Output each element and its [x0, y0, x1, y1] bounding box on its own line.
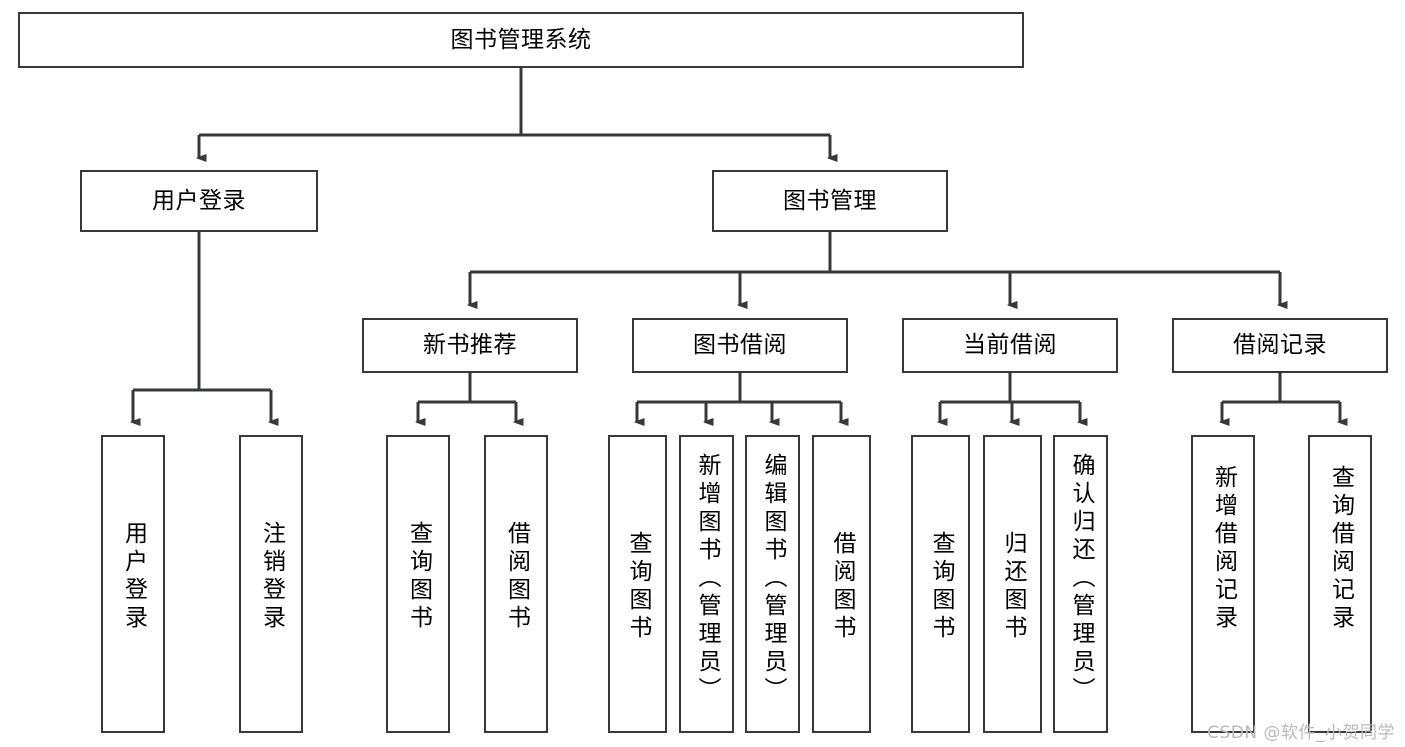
node-leaf-query-book-2-label: 查询图书	[625, 531, 651, 643]
node-leaf-confirm-return[interactable]: 确认归还（管理员）	[1053, 435, 1108, 733]
node-leaf-return-book-label: 归还图书	[1000, 531, 1026, 643]
watermark-text: CSDN @软件_小贺同学	[1207, 723, 1395, 743]
node-leaf-query-book-1[interactable]: 查询图书	[386, 435, 450, 733]
node-leaf-borrow-book-2-label: 借阅图书	[829, 531, 855, 643]
node-new-book-recommend[interactable]: 新书推荐	[362, 318, 578, 373]
node-leaf-add-record[interactable]: 新增借阅记录	[1191, 435, 1255, 733]
node-leaf-query-book-1-label: 查询图书	[405, 521, 432, 633]
node-book-borrow-label: 图书借阅	[693, 332, 787, 359]
node-book-manage[interactable]: 图书管理	[712, 170, 948, 232]
node-leaf-query-book-3-label: 查询图书	[928, 531, 954, 643]
node-book-manage-label: 图书管理	[783, 187, 877, 214]
node-leaf-add-book-label: 新增图书（管理员）	[694, 453, 720, 705]
node-borrow-record-label: 借阅记录	[1233, 332, 1327, 359]
node-leaf-add-record-label: 新增借阅记录	[1210, 465, 1237, 633]
node-leaf-borrow-book-1-label: 借阅图书	[503, 521, 530, 633]
node-root[interactable]: 图书管理系统	[18, 12, 1024, 68]
node-leaf-confirm-return-label: 确认归还（管理员）	[1068, 453, 1094, 705]
node-leaf-add-book[interactable]: 新增图书（管理员）	[679, 435, 734, 733]
node-current-borrow-label: 当前借阅	[963, 332, 1057, 359]
node-leaf-query-record[interactable]: 查询借阅记录	[1308, 435, 1372, 733]
node-leaf-query-book-2[interactable]: 查询图书	[608, 435, 667, 733]
node-leaf-user-login-label: 用户登录	[120, 521, 147, 633]
node-leaf-query-book-3[interactable]: 查询图书	[911, 435, 970, 733]
node-user-login[interactable]: 用户登录	[80, 170, 318, 232]
node-borrow-record[interactable]: 借阅记录	[1172, 318, 1388, 373]
node-leaf-return-book[interactable]: 归还图书	[983, 435, 1042, 733]
node-leaf-edit-book-label: 编辑图书（管理员）	[760, 453, 786, 705]
node-leaf-logout[interactable]: 注销登录	[239, 435, 303, 733]
node-book-borrow[interactable]: 图书借阅	[632, 318, 848, 373]
node-leaf-user-login[interactable]: 用户登录	[101, 435, 165, 733]
node-user-login-label: 用户登录	[152, 187, 246, 214]
node-root-label: 图书管理系统	[450, 26, 592, 53]
node-leaf-logout-label: 注销登录	[258, 521, 285, 633]
node-leaf-edit-book[interactable]: 编辑图书（管理员）	[745, 435, 800, 733]
node-current-borrow[interactable]: 当前借阅	[902, 318, 1118, 373]
node-new-book-recommend-label: 新书推荐	[423, 332, 517, 359]
node-leaf-query-record-label: 查询借阅记录	[1327, 465, 1354, 633]
node-leaf-borrow-book-1[interactable]: 借阅图书	[484, 435, 548, 733]
node-leaf-borrow-book-2[interactable]: 借阅图书	[812, 435, 871, 733]
